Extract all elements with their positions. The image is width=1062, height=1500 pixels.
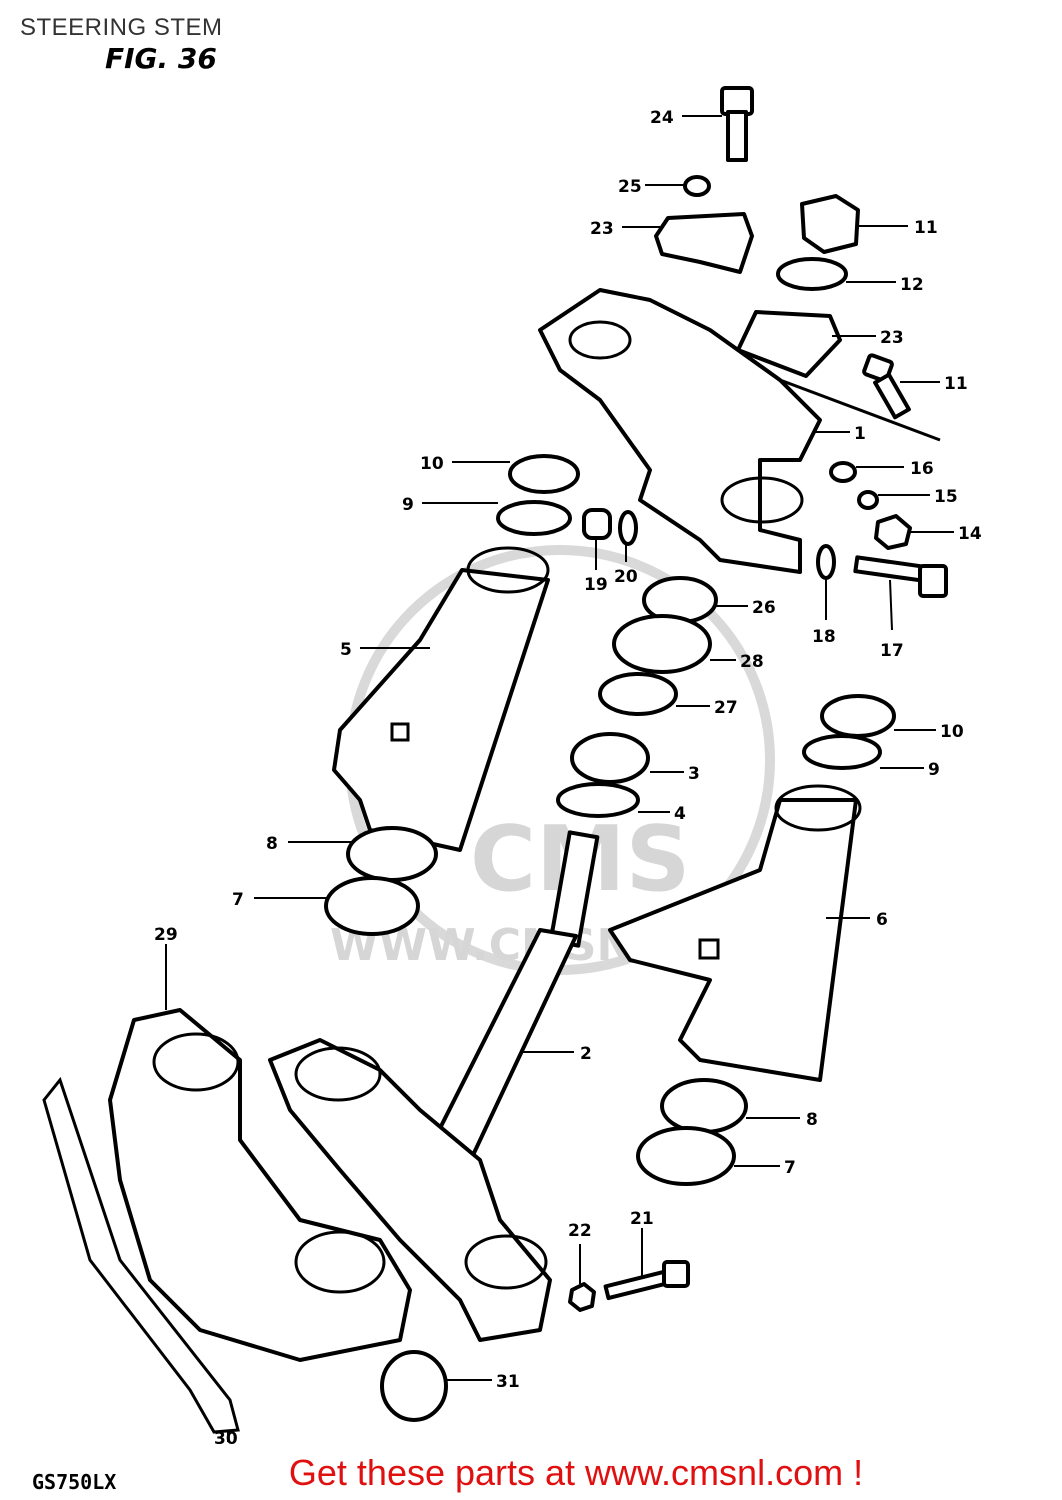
callout-29: 29: [154, 925, 178, 945]
part-11-nut[interactable]: [800, 194, 860, 254]
callout-22: 22: [568, 1221, 592, 1241]
part-9-ring-right[interactable]: [802, 734, 882, 770]
callout-25: 25: [618, 177, 642, 197]
part-27-race[interactable]: [598, 672, 678, 716]
callout-19: 19: [584, 575, 608, 595]
callout-7-right: 7: [784, 1158, 796, 1178]
callout-6: 6: [876, 910, 888, 930]
footer-link-container: Get these parts at www.cmsnl.com !: [0, 1452, 1062, 1494]
callout-23-second: 23: [880, 328, 904, 348]
callout-30: 30: [214, 1429, 238, 1449]
part-22-nut[interactable]: [568, 1282, 596, 1312]
part-28-bearing[interactable]: [612, 614, 712, 674]
part-7-ring-right[interactable]: [636, 1126, 736, 1186]
callout-11: 11: [914, 218, 938, 238]
part-4-washer[interactable]: [556, 782, 640, 818]
part-19-cap[interactable]: [582, 508, 612, 540]
part-1-upper-bracket[interactable]: [538, 288, 822, 574]
page-title: STEERING STEM: [20, 14, 223, 41]
callout-labels: 24 25 23 11 12 23 11 1 10 9 16 15 14 19 …: [154, 108, 982, 1449]
callout-1: 1: [854, 424, 866, 444]
part-16-washer[interactable]: [829, 461, 857, 483]
part-20-washer[interactable]: [618, 510, 638, 546]
callout-11-second: 11: [944, 374, 968, 394]
callout-10-right: 10: [940, 722, 964, 742]
part-8-seal[interactable]: [346, 826, 438, 882]
callout-7: 7: [232, 890, 244, 910]
callout-12: 12: [900, 275, 924, 295]
callout-23: 23: [590, 219, 614, 239]
callout-9: 9: [402, 495, 414, 515]
callout-16: 16: [910, 459, 934, 479]
part-6-headlight-bracket[interactable]: [608, 798, 858, 1082]
part-30-emblem[interactable]: [42, 1076, 240, 1434]
callout-20: 20: [614, 567, 638, 587]
part-12-washer[interactable]: [776, 257, 848, 291]
model-code: GS750LX: [32, 1470, 117, 1494]
callout-3: 3: [688, 764, 700, 784]
part-17-bolt[interactable]: [853, 555, 948, 598]
part-11-bolt[interactable]: [862, 353, 911, 420]
part-lower-bracket[interactable]: [268, 1038, 552, 1342]
part-18-washer[interactable]: [816, 544, 836, 580]
callout-14: 14: [958, 524, 982, 544]
callout-21: 21: [630, 1209, 654, 1229]
part-10-seal-right[interactable]: [820, 694, 896, 738]
part-31-cap[interactable]: [380, 1350, 448, 1422]
callout-8-right: 8: [806, 1110, 818, 1130]
callout-4: 4: [674, 804, 686, 824]
part-29-cover[interactable]: [108, 1008, 412, 1362]
part-9-ring[interactable]: [496, 500, 572, 536]
callout-10: 10: [420, 454, 444, 474]
part-7-ring[interactable]: [324, 876, 420, 936]
part-3-dust-seal[interactable]: [570, 732, 650, 784]
part-14-nut[interactable]: [874, 514, 912, 550]
part-23-clamp[interactable]: [654, 212, 754, 274]
part-23-clamp-second[interactable]: [736, 310, 842, 378]
callout-28: 28: [740, 652, 764, 672]
callout-5: 5: [340, 640, 352, 660]
footer-cta-link[interactable]: Get these parts at www.cmsnl.com !: [288, 1452, 864, 1493]
part-25-nut[interactable]: [683, 175, 711, 197]
callout-2: 2: [580, 1044, 592, 1064]
part-24-bolt[interactable]: [720, 86, 754, 162]
part-10-seal[interactable]: [508, 454, 580, 494]
part-8-seal-right[interactable]: [660, 1078, 748, 1134]
callout-31: 31: [496, 1372, 520, 1392]
callout-15: 15: [934, 487, 958, 507]
callout-8: 8: [266, 834, 278, 854]
callout-18: 18: [812, 627, 836, 647]
callout-9-right: 9: [928, 760, 940, 780]
figure-number: FIG. 36: [105, 42, 217, 75]
callout-27: 27: [714, 698, 738, 718]
part-5-headlight-bracket[interactable]: [332, 568, 550, 852]
callout-17: 17: [880, 641, 904, 661]
callout-24: 24: [650, 108, 674, 128]
part-15-washer[interactable]: [857, 490, 879, 510]
callout-26: 26: [752, 598, 776, 618]
part-21-bolt[interactable]: [603, 1260, 690, 1301]
